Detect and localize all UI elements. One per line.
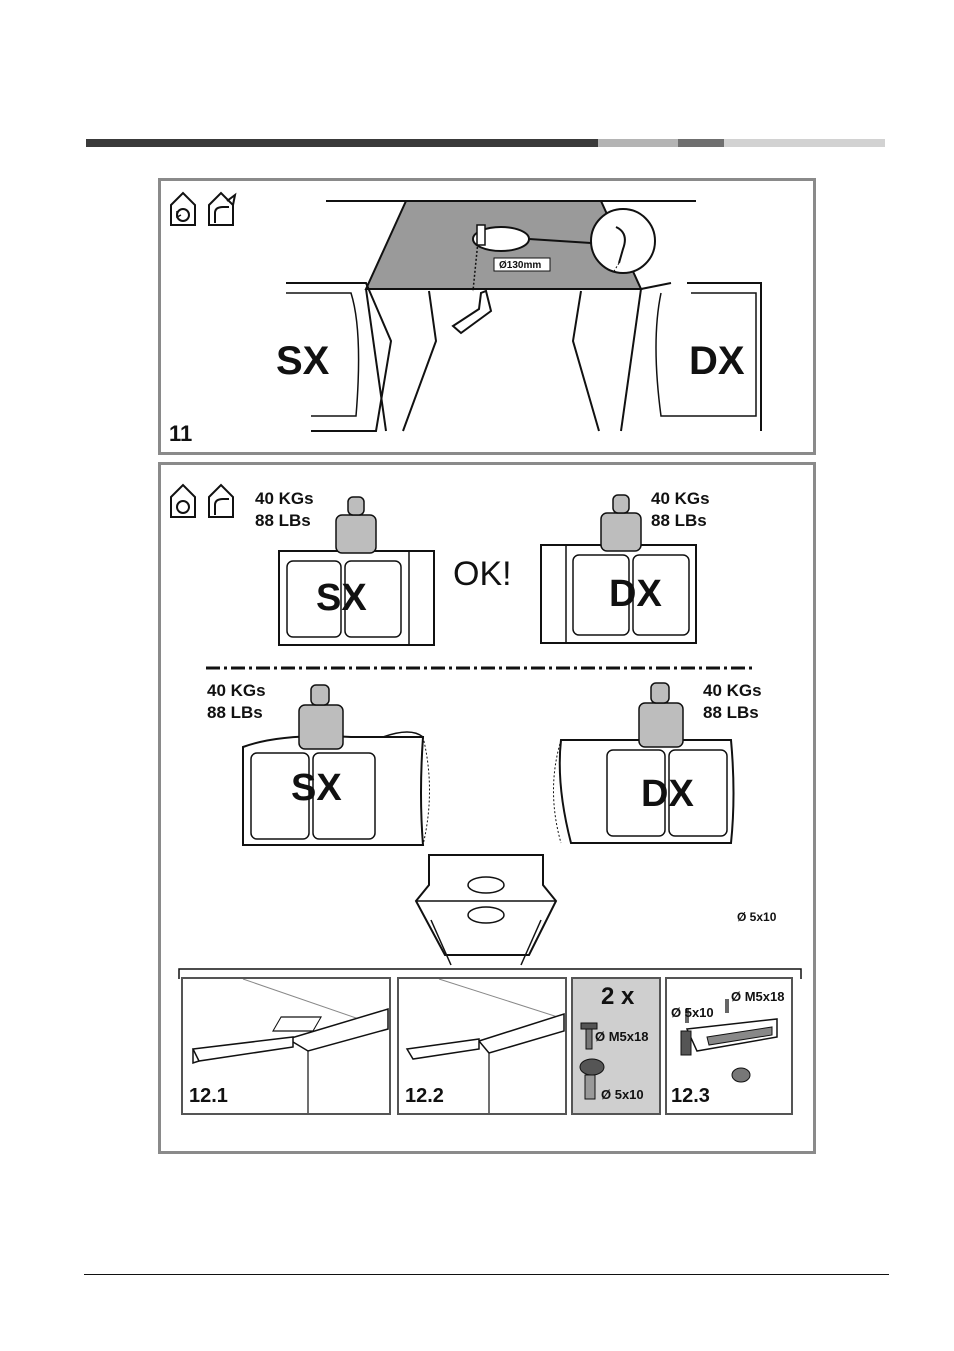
footer-rule [84, 1274, 889, 1275]
figure-12-illustration [170, 483, 802, 979]
step-12-2-illustration [405, 978, 565, 1113]
kit-plug-label: Ø 5x10 [601, 1087, 644, 1102]
bad-weight-left-lb: 88 LBs [207, 703, 263, 722]
house-rotate-icon [170, 191, 196, 226]
ok-label-sx: SX [316, 577, 367, 619]
house-exhaust-icon [208, 483, 234, 518]
detail-plug-label: Ø 5x10 [671, 1005, 714, 1020]
step-12-1-number: 12.1 [189, 1085, 228, 1107]
weight-icon [638, 682, 684, 748]
bad-weight-right-kg: 40 KGs [703, 681, 762, 700]
diameter-label: Ø130mm [499, 260, 542, 271]
label-sx: SX [276, 339, 330, 383]
house-rotate-icon [170, 483, 196, 518]
ok-weight-left-lb: 88 LBs [255, 511, 311, 530]
ok-label-dx: DX [609, 573, 662, 615]
bad-label-sx: SX [291, 767, 342, 809]
hood-screw-label: Ø 5x10 [737, 910, 777, 924]
ok-weight-right-lb: 88 LBs [651, 511, 707, 530]
ok-text: OK! [453, 555, 512, 593]
bad-label-dx: DX [641, 773, 694, 815]
hardware-kit-box: 2 x Ø M5x18 Ø 5x10 [571, 977, 661, 1115]
header-bar-grey [678, 139, 724, 147]
figure-11-illustration [170, 191, 762, 432]
bad-weight-right-lb: 88 LBs [703, 703, 759, 722]
ok-weight-left-kg: 40 KGs [255, 489, 314, 508]
screw-icon [580, 1022, 598, 1050]
header-bar-mid [598, 139, 678, 147]
header-bar-light [724, 139, 885, 147]
house-exhaust-icon [208, 191, 237, 226]
figure-number: 11 [169, 421, 193, 446]
figure-11-panel: Ø130mm SX DX 11 [158, 178, 816, 455]
kit-quantity: 2 x [601, 983, 635, 1010]
step-12-3-box: Ø 5x10 Ø M5x18 12.3 [665, 977, 793, 1115]
figure-12-panel: 40 KGs 88 LBs 40 KGs 88 LBs SX DX OK! 40… [158, 462, 816, 1154]
weight-icon [298, 684, 344, 750]
bad-weight-left-kg: 40 KGs [207, 681, 266, 700]
step-12-3-number: 12.3 [671, 1085, 710, 1107]
wall-plug-icon [579, 1058, 605, 1100]
step-12-2-box: 12.2 [397, 977, 567, 1115]
step-12-3-illustration [680, 999, 778, 1083]
step-12-1-box: 12.1 [181, 977, 391, 1115]
ok-weight-right-kg: 40 KGs [651, 489, 710, 508]
weight-icon [335, 496, 377, 554]
weight-icon [600, 494, 642, 552]
step-12-1-illustration [191, 978, 389, 1113]
detail-screw-label: Ø M5x18 [731, 989, 785, 1004]
label-dx: DX [689, 339, 745, 383]
kit-screw-label: Ø M5x18 [595, 1029, 649, 1044]
step-12-2-number: 12.2 [405, 1085, 444, 1107]
header-bar-dark [86, 139, 598, 147]
